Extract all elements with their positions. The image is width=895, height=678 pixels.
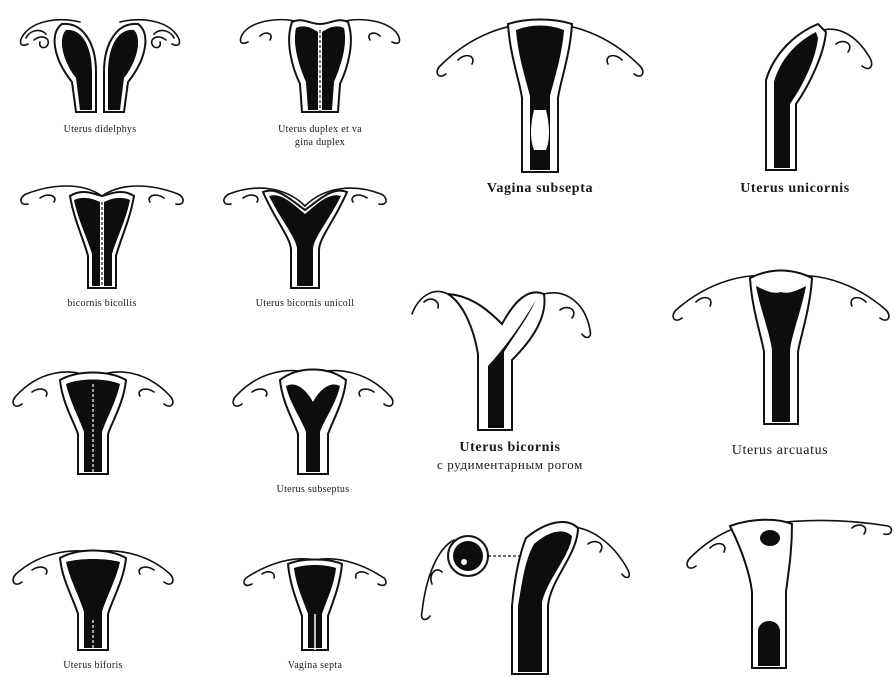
- label-uterus-arcuatus: Uterus arcuatus: [680, 443, 880, 460]
- bicornis-unicollis-figure: [215, 180, 395, 290]
- uterus-septus-figure: [8, 362, 178, 477]
- uterus-arcuatus-figure: [668, 264, 894, 426]
- uterus-closed-horn-figure: [682, 514, 895, 670]
- label-uterus-duplex-line1: Uterus duplex et va: [230, 124, 410, 136]
- label-uterus-duplex-line2: gina duplex: [230, 137, 410, 149]
- label-bicornis-bicollis: bicornis bicollis: [12, 298, 192, 310]
- uterus-unicornis-figure: [730, 14, 880, 174]
- label-bicornis-unicollis: Uterus bicornis unicoll: [215, 298, 395, 310]
- bicornis-bicollis-figure: [12, 180, 192, 290]
- uterus-duplex-figure: [230, 12, 410, 117]
- vagina-subsepta-figure: [430, 16, 650, 174]
- uterus-didelphys-figure: [10, 12, 190, 117]
- label-uterus-unicornis: Uterus unicornis: [700, 181, 890, 198]
- bicornis-rudimentary-horn-figure: [408, 284, 598, 432]
- label-uterus-didelphys: Uterus didelphys: [10, 124, 190, 136]
- uterus-biforis-figure: [8, 544, 178, 652]
- vagina-septa-figure: [240, 552, 390, 652]
- label-bicornis-rudimentary-line1: Uterus bicornis: [400, 440, 620, 457]
- label-bicornis-rudimentary-line2: с рудиментарным рогом: [400, 457, 620, 473]
- label-vagina-subsepta: Vagina subsepta: [430, 181, 650, 198]
- label-uterus-biforis: Uterus biforis: [8, 660, 178, 672]
- rudimentary-horn-cyst-figure: [418, 514, 638, 676]
- uterus-subseptus-figure: [228, 362, 398, 477]
- label-uterus-subseptus: Uterus subseptus: [228, 484, 398, 496]
- label-vagina-septa: Vagina septa: [240, 660, 390, 672]
